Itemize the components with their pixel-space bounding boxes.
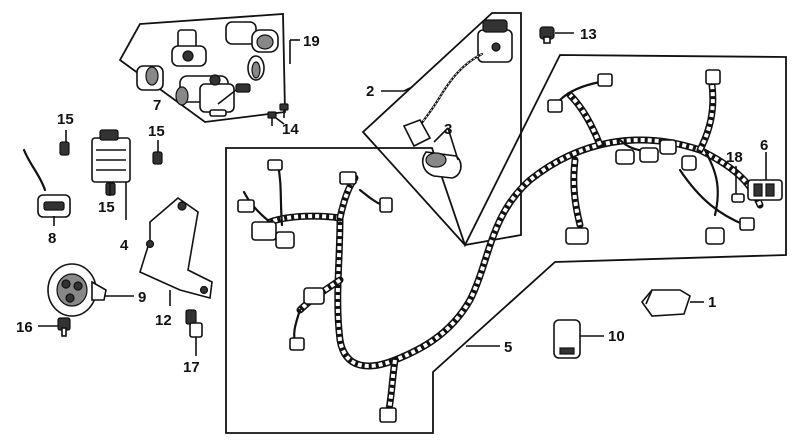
brake-switch [185,309,203,338]
ignition-coil-assembly [402,19,513,179]
flasher-relay [553,319,581,359]
frame-ignition-set [118,13,286,123]
callout-8: 8 [48,230,56,247]
callout-17: 17 [183,359,200,376]
starter-relay [640,289,691,317]
callout-6: 6 [760,137,768,154]
callout-16: 16 [16,319,33,336]
ignition-switch-set [136,21,279,117]
callout-7: 7 [153,97,161,114]
relay-bolt [539,26,555,44]
callout-10: 10 [608,328,625,345]
callout-15-b: 15 [148,123,165,140]
rear-sensor [22,148,71,218]
mounting-bracket [139,196,213,300]
callout-3: 3 [444,121,452,138]
callout-1: 1 [708,294,716,311]
fuse-box [747,179,783,201]
bolt-a [59,141,70,156]
horn [47,263,107,317]
frame-ignition-coil [361,12,522,246]
horn-bolt [57,317,71,337]
callout-labels: 19 7 14 2 3 13 15 15 15 4 8 9 12 16 17 6… [16,26,768,376]
screws [267,103,289,126]
callout-19: 19 [303,33,320,50]
frame-main-harness [225,54,787,434]
callout-15-c: 15 [98,199,115,216]
callout-13: 13 [580,26,597,43]
fuse [731,193,745,203]
callout-5: 5 [504,339,512,356]
main-wire-harness [237,69,764,423]
callout-15-a: 15 [57,111,74,128]
callout-2: 2 [366,83,374,100]
callout-4: 4 [120,237,129,254]
voltage-regulator [91,129,131,183]
leader-lines [38,32,767,356]
callout-9: 9 [138,289,146,306]
bolt-b [152,151,163,165]
callout-14: 14 [282,121,299,138]
callout-12: 12 [155,312,172,329]
callout-18: 18 [726,149,743,166]
